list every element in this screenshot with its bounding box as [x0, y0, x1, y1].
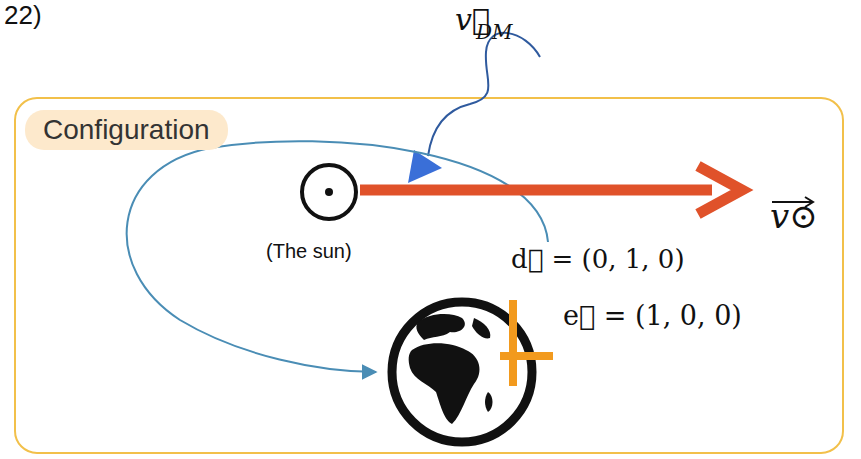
sun-velocity-arrow [360, 185, 712, 196]
sun-velocity-head [698, 166, 742, 214]
sun-dot [325, 188, 333, 196]
vector-equation: e⃗ = (1, 0, 0) [560, 300, 745, 331]
d-axis [509, 300, 517, 386]
figure-number: 22) [4, 0, 42, 31]
dm-velocity-curve [428, 33, 540, 156]
dm-arrowhead [408, 150, 442, 183]
sun-symbol [302, 165, 356, 219]
sun-label: (The sun) [266, 240, 352, 263]
orbit-path [127, 141, 548, 372]
section-title: Configuration [43, 114, 210, 146]
e-axis [500, 352, 553, 360]
section-pill: Configuration [25, 110, 228, 150]
subscript: DM [476, 20, 513, 44]
vector-symbol: v⊙ [770, 196, 818, 236]
vector-equation: d⃗ = (0, 1, 0) [508, 244, 688, 274]
